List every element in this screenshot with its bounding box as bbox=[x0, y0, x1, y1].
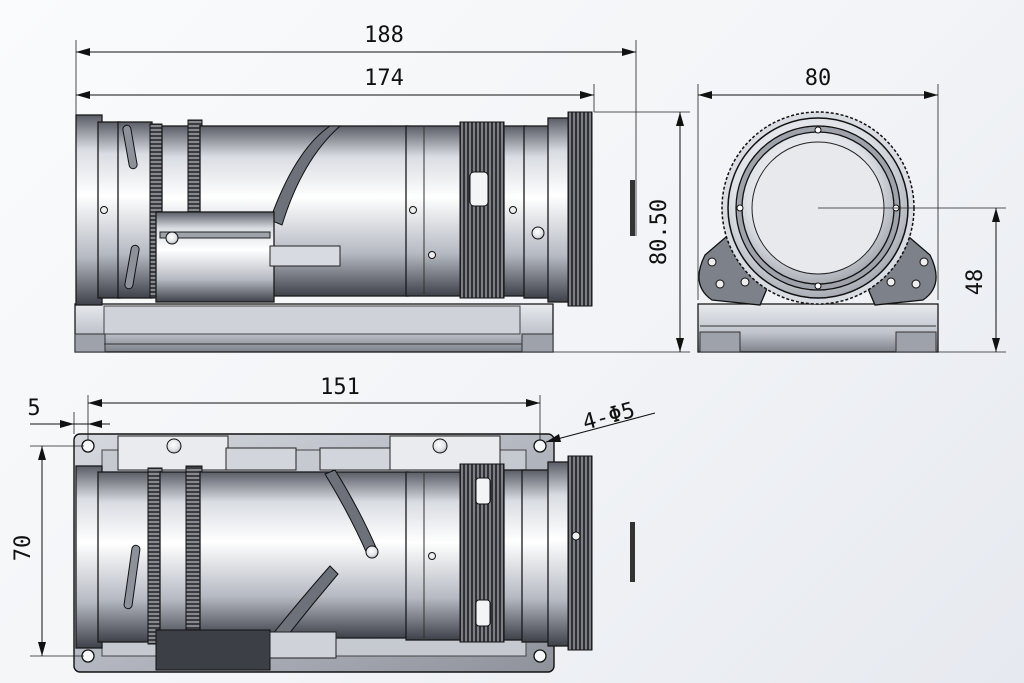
mount-hole-4 bbox=[533, 649, 547, 663]
side-base-inner bbox=[103, 305, 521, 335]
side-base-foot-right bbox=[521, 333, 554, 353]
top-view-dimensions: 151 5 70 4-Φ5 bbox=[11, 375, 656, 657]
side-rear-knurl bbox=[567, 111, 593, 307]
dim-axis-height: 48 bbox=[963, 269, 988, 296]
dim-hole-spacing-width: 70 bbox=[11, 535, 36, 562]
dim-overall-length: 188 bbox=[364, 23, 404, 48]
side-view bbox=[74, 111, 635, 353]
front-view bbox=[697, 111, 939, 353]
dim-body-length: 174 bbox=[364, 66, 404, 91]
side-view-dimensions: 188 174 80.50 bbox=[75, 23, 690, 353]
dim-height: 80.50 bbox=[647, 199, 672, 265]
dim-mount-holes: 4-Φ5 bbox=[580, 398, 638, 436]
front-view-dimensions: 80 48 bbox=[697, 66, 1006, 353]
mount-hole-2 bbox=[533, 439, 547, 453]
top-rear-knurl bbox=[567, 455, 593, 651]
dim-hole-spacing-length: 151 bbox=[320, 375, 360, 400]
dim-hole-offset: 5 bbox=[27, 396, 40, 421]
side-rear-housing bbox=[523, 125, 551, 299]
top-view bbox=[73, 433, 635, 673]
dim-width: 80 bbox=[805, 66, 832, 91]
side-base-foot-left bbox=[74, 333, 106, 353]
top-indicator-mark bbox=[630, 522, 635, 582]
side-lower-bracket bbox=[155, 211, 275, 303]
side-rear-cap bbox=[547, 117, 571, 303]
side-indicator-mark bbox=[630, 180, 635, 236]
side-zoom-ring bbox=[459, 121, 505, 299]
side-cam-slot bbox=[269, 125, 342, 226]
